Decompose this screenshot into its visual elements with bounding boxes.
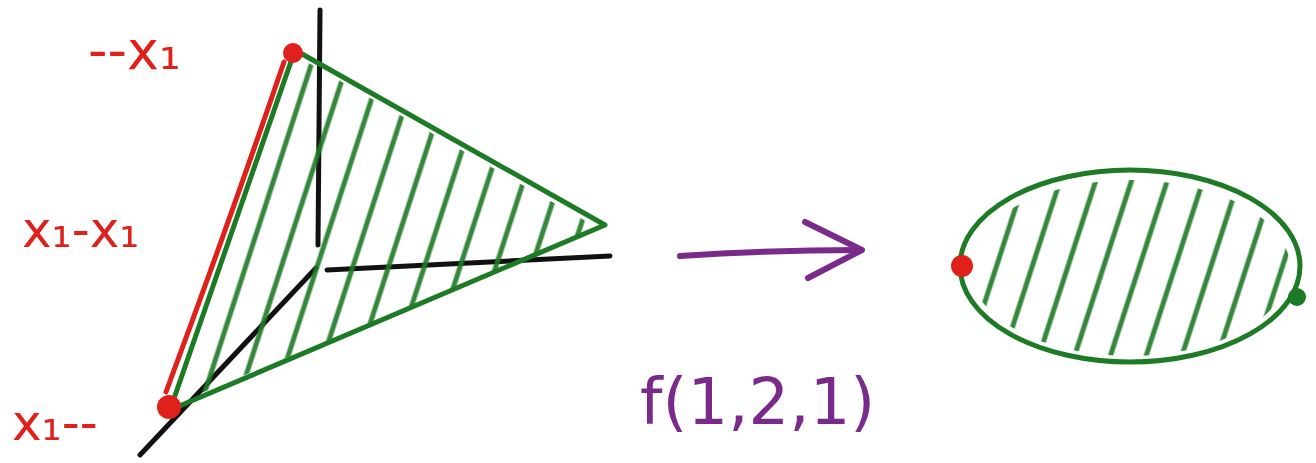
- map-arrow: [680, 222, 862, 278]
- point-dot: [1288, 288, 1306, 306]
- vertex-label: x₁--: [12, 398, 98, 448]
- highlighted-edge: [166, 62, 284, 392]
- simplex-triangle: [150, 40, 620, 420]
- edge-label: x₁-x₁: [22, 205, 139, 255]
- vertex-dot: [283, 43, 303, 63]
- image-region: [960, 170, 1300, 370]
- vertex-dot: [157, 395, 181, 419]
- vertex-label: --x₁: [88, 24, 181, 78]
- map-label: f(1,2,1): [640, 370, 875, 434]
- point-dot: [951, 255, 973, 277]
